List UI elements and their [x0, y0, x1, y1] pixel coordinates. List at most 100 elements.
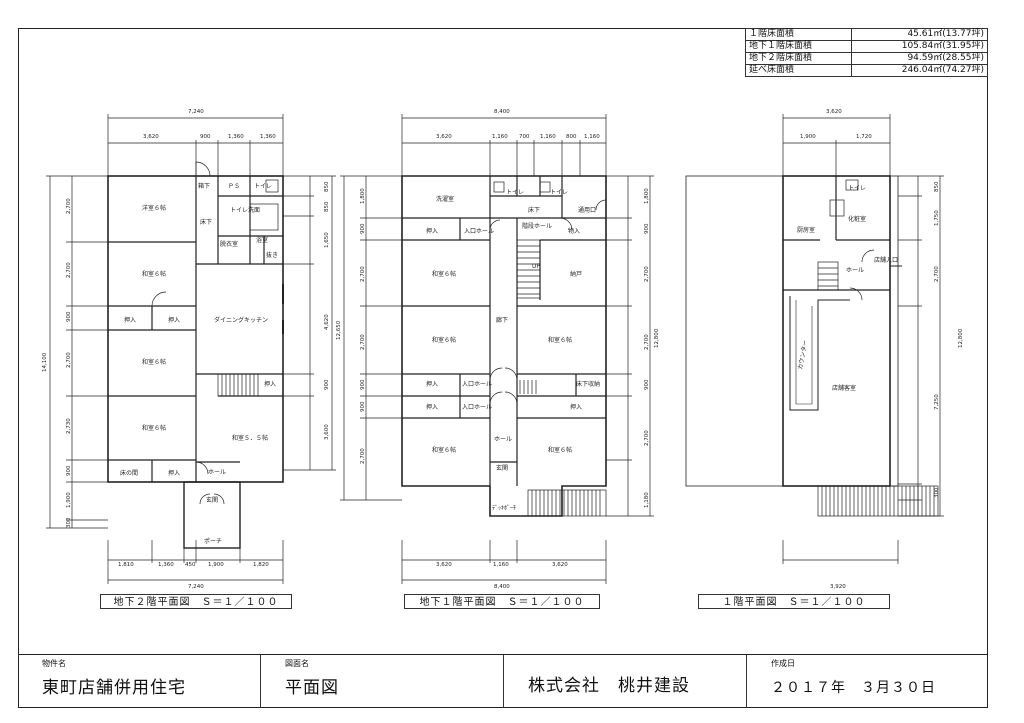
- dim-label: 1,750: [934, 210, 940, 226]
- dim-label: 900: [644, 223, 650, 234]
- dim-label: 1,360: [158, 562, 174, 568]
- room-label: 洗濯室: [436, 195, 454, 203]
- room-label: トイレ: [254, 183, 272, 190]
- dim-label: 900: [200, 134, 211, 140]
- room-label: 押入: [168, 316, 180, 324]
- room-label: 和室６帖: [142, 270, 166, 278]
- dim-label: 3,920: [830, 584, 846, 590]
- room-label: 店舗客室: [832, 384, 856, 392]
- dim-label: 800: [566, 134, 577, 140]
- dim-label: 900: [66, 311, 72, 322]
- dim-label: 2,700: [360, 266, 366, 282]
- room-label: ポーチ: [204, 537, 222, 545]
- room-label: 押入: [570, 403, 582, 411]
- dim-label: 2,700: [644, 430, 650, 446]
- dim-label: 3,620: [552, 562, 568, 568]
- room-label: 納戸: [570, 270, 582, 278]
- room-label: 店舗入口: [874, 256, 898, 264]
- dim-label: 7,240: [188, 584, 204, 590]
- dim-label: 2,700: [644, 266, 650, 282]
- room-label: 玄関: [496, 464, 508, 472]
- dim-label: 3,620: [826, 109, 842, 115]
- dim-label: 12,800: [958, 328, 964, 348]
- room-label: 和室６帖: [432, 336, 456, 344]
- room-label: ホール: [494, 436, 512, 443]
- date-caption: 作成日: [771, 659, 795, 668]
- room-label: 押入: [426, 227, 438, 235]
- room-label: 和室６帖: [142, 424, 166, 432]
- dim-label: 1,900: [66, 492, 72, 508]
- dim-label: 1,900: [208, 562, 224, 568]
- room-label: 通用口: [578, 206, 596, 214]
- f1-labels: 3,620 1,900 1,720 3,920 850 1,750 2,700 …: [796, 109, 964, 590]
- room-label: 和室６帖: [548, 446, 572, 454]
- room-label: 物入: [568, 227, 580, 235]
- dim-label: 900: [360, 223, 366, 234]
- dim-label: 8,400: [494, 109, 510, 115]
- dim-label: 1,810: [118, 562, 134, 568]
- dim-label: 850: [934, 181, 940, 192]
- room-label: ＰＳ: [228, 183, 240, 190]
- b2-labels: 7,240 3,620 900 1,360 1,360 1,810 1,360 …: [42, 109, 342, 590]
- dim-label: 1,720: [856, 134, 872, 140]
- room-label: トイレ: [550, 189, 568, 196]
- room-label: 箱下: [198, 182, 210, 190]
- date-cell: 作成日 ２０１７年 ３月３０日: [747, 655, 988, 708]
- dim-label: 900: [324, 379, 330, 390]
- dim-label: 14,100: [42, 352, 48, 372]
- plan-b1: [340, 114, 654, 584]
- dim-label: 7,250: [934, 394, 940, 410]
- room-label: ホール: [846, 267, 864, 274]
- area-value: 246.04㎡(74.27坪): [851, 64, 988, 77]
- dim-label: 2,700: [66, 198, 72, 214]
- dim-label: 2,700: [644, 334, 650, 350]
- room-label: 和室６帖: [548, 336, 572, 344]
- dim-label: 1,180: [644, 492, 650, 508]
- dim-label: 300: [934, 487, 940, 498]
- room-label: トイレ: [506, 189, 524, 196]
- room-label: 入口ホール: [464, 228, 494, 235]
- dim-label: 1,360: [228, 134, 244, 140]
- room-label: 押入: [124, 316, 136, 324]
- dim-label: 1,360: [260, 134, 276, 140]
- room-label: 浴室: [256, 236, 268, 244]
- dim-label: 2,700: [66, 262, 72, 278]
- room-label: カウンター: [796, 339, 809, 370]
- room-label: ダイニングキッチン: [214, 316, 268, 324]
- dim-label: 1,160: [584, 134, 600, 140]
- room-label: 脱衣室: [220, 240, 238, 248]
- dim-label: 900: [66, 465, 72, 476]
- dim-label: 1,900: [800, 134, 816, 140]
- room-label: 床下: [200, 218, 212, 226]
- dim-label: 700: [519, 134, 530, 140]
- room-label: 廊下: [496, 316, 508, 324]
- area-label: 延べ床面積: [744, 64, 853, 77]
- dim-label: 850: [324, 181, 330, 192]
- room-label: トイレ洗面: [230, 206, 260, 214]
- dim-label: 900: [360, 379, 366, 390]
- room-label: 押入: [264, 380, 276, 388]
- dim-label: 3,620: [143, 134, 159, 140]
- dim-label: 2,700: [360, 448, 366, 464]
- dim-label: 12,800: [654, 328, 660, 348]
- room-label: 化粧室: [848, 215, 866, 223]
- created-date: ２０１７年 ３月３０日: [771, 680, 936, 696]
- room-label: 和室６帖: [432, 270, 456, 278]
- company-name: 株式会社 桃井建設: [528, 676, 690, 696]
- room-label: 階段ホール: [522, 222, 552, 230]
- room-label: 和室６帖: [432, 446, 456, 454]
- room-label: 和室５．５帖: [232, 434, 268, 442]
- dim-label: 450: [185, 562, 196, 568]
- plan-title-b1: 地下１階平面図 Ｓ＝１／１００: [404, 594, 600, 609]
- dim-label: 2,700: [66, 352, 72, 368]
- property-name: 東町店舗併用住宅: [42, 678, 186, 698]
- dim-label: 900: [644, 379, 650, 390]
- room-label: 入口ホール: [462, 404, 492, 411]
- room-label: 押入: [168, 469, 180, 477]
- dim-label: 1,650: [324, 232, 330, 248]
- dim-label: 12,650: [336, 320, 342, 340]
